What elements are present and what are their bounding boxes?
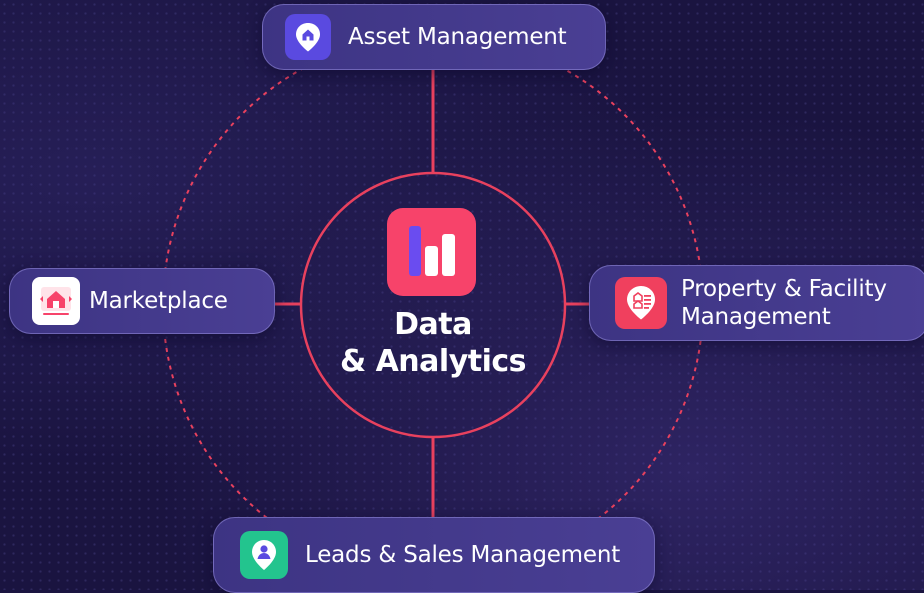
asset-management-pill[interactable]: Asset Management bbox=[262, 4, 606, 70]
bar-chart-icon bbox=[387, 208, 476, 296]
property-facility-management-pill[interactable]: Property & Facility Management bbox=[589, 265, 924, 341]
asset-management-label: Asset Management bbox=[348, 24, 567, 50]
leads-sales-management-pill[interactable]: Leads & Sales Management bbox=[213, 517, 655, 593]
marketplace-pill[interactable]: Marketplace bbox=[9, 268, 275, 334]
hub-title-line2: & Analytics bbox=[339, 344, 527, 379]
leads-sales-management-label: Leads & Sales Management bbox=[305, 542, 621, 568]
hub-title-line1: Data bbox=[394, 307, 472, 342]
hub-title: Data & Analytics bbox=[302, 306, 564, 380]
property-facility-management-label: Property & Facility Management bbox=[681, 276, 887, 330]
location-pin-home-icon bbox=[285, 14, 331, 60]
property-listing-pin-icon bbox=[615, 277, 667, 329]
marketplace-label: Marketplace bbox=[89, 288, 228, 314]
user-pin-icon bbox=[240, 531, 288, 579]
marketplace-house-icon bbox=[32, 277, 80, 325]
